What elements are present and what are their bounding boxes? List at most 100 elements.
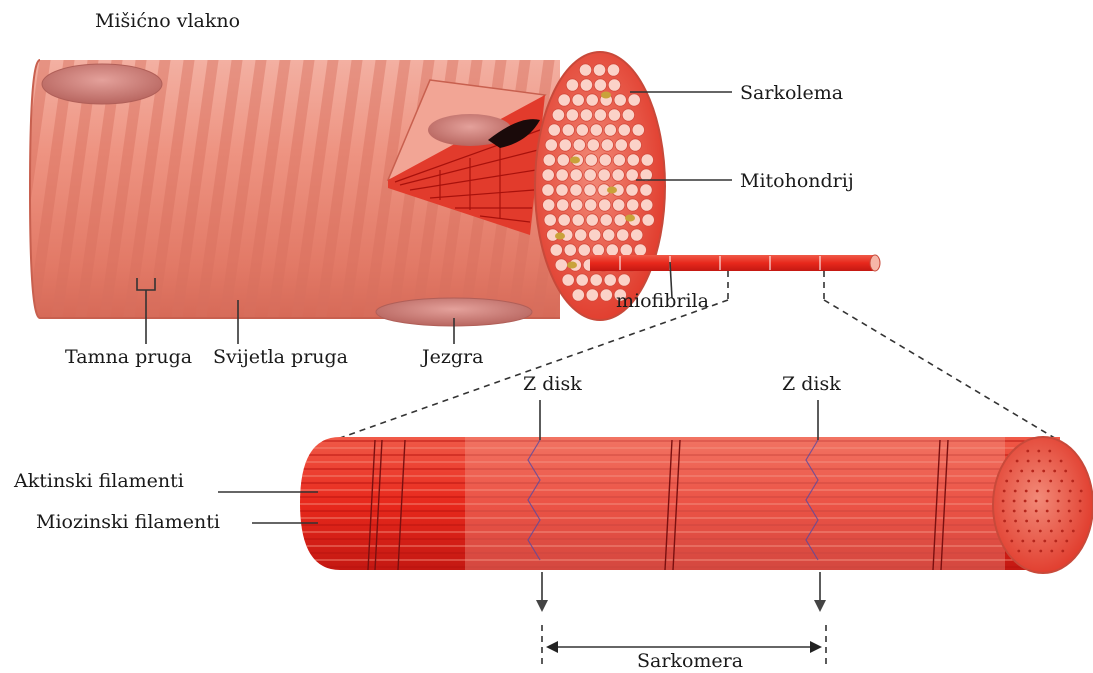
filament-dot: [1016, 480, 1019, 483]
filament-dot: [1069, 490, 1072, 493]
filament-dot: [1057, 500, 1060, 503]
fibril-circle: [601, 139, 613, 151]
filament-dot: [1009, 470, 1012, 473]
filament-dot: [1016, 460, 1019, 463]
fibril-circle: [576, 274, 588, 286]
label-dark-band: Tamna pruga: [65, 346, 192, 368]
fibril-circle: [615, 139, 627, 151]
label-muscle-fiber: Mišićno vlakno: [95, 10, 240, 32]
filament-dot: [1042, 470, 1045, 473]
filament-dot: [1065, 540, 1068, 543]
fibril-circle: [558, 214, 570, 226]
fibril-circle: [585, 154, 597, 166]
myofibril-end: [993, 437, 1093, 573]
fibril-circle: [570, 169, 582, 181]
filament-dot: [1024, 510, 1027, 513]
fibril-circle: [572, 289, 584, 301]
fibril-circle: [580, 109, 592, 121]
filament-dot: [1060, 480, 1063, 483]
filament-dot: [1025, 520, 1028, 523]
fibril-circle: [594, 79, 606, 91]
fibril-circle: [642, 214, 654, 226]
filament-dot: [1035, 500, 1038, 503]
fibril-circle: [555, 259, 567, 271]
fibril-circle: [559, 139, 571, 151]
filament-dot: [1014, 520, 1017, 523]
filament-dot: [1028, 550, 1031, 553]
label-myofibril: miofibrila: [616, 290, 709, 312]
fibril-circle: [589, 229, 601, 241]
filament-dot: [1024, 500, 1027, 503]
filament-dot: [1061, 530, 1064, 533]
fibril-circle: [620, 244, 632, 256]
fibril-circle: [586, 94, 598, 106]
filament-dot: [1050, 550, 1053, 553]
fibril-circle: [578, 244, 590, 256]
nucleus-top: [42, 64, 162, 104]
filament-dot: [1032, 540, 1035, 543]
myofibril-zoom: [300, 437, 1093, 573]
filament-dot: [1014, 490, 1017, 493]
fibril-circle: [545, 139, 557, 151]
filament-dot: [1017, 530, 1020, 533]
label-nucleus: Jezgra: [420, 346, 483, 368]
fibril-circle: [627, 154, 639, 166]
filament-dot: [1039, 530, 1042, 533]
filament-dot: [1005, 480, 1008, 483]
fibril-circle: [579, 64, 591, 76]
fibril-circle: [572, 94, 584, 106]
fibril-circle: [590, 274, 602, 286]
fibril-circle: [614, 214, 626, 226]
myofibril-tube: [590, 255, 880, 271]
filament-dot: [1027, 480, 1030, 483]
fibril-circle: [641, 199, 653, 211]
mitochondrion-mark: [601, 92, 611, 99]
fibril-circle: [594, 109, 606, 121]
fibril-circle: [634, 244, 646, 256]
filament-dot: [1050, 530, 1053, 533]
filament-dot: [1010, 540, 1013, 543]
fibril-circle: [626, 184, 638, 196]
filament-dot: [1037, 450, 1040, 453]
filament-dot: [1038, 480, 1041, 483]
filament-dot: [1038, 460, 1041, 463]
filament-dot: [1003, 520, 1006, 523]
filament-dot: [1054, 540, 1057, 543]
label-myosin-filaments: Miozinski filamenti: [36, 511, 220, 533]
filament-dot: [1013, 500, 1016, 503]
fibril-circle: [557, 199, 569, 211]
fibril-circle: [585, 199, 597, 211]
fibril-circle: [604, 274, 616, 286]
filament-dot: [1060, 460, 1063, 463]
filament-dot: [1002, 510, 1005, 513]
fibril-circle: [604, 124, 616, 136]
fibril-circle: [562, 124, 574, 136]
filament-dot: [1020, 470, 1023, 473]
filament-dot: [1068, 500, 1071, 503]
fibril-circle: [629, 139, 641, 151]
filament-dot: [1058, 490, 1061, 493]
fibril-circle: [557, 154, 569, 166]
fibril-circle: [566, 79, 578, 91]
fibril-circle: [603, 229, 615, 241]
fibril-circle: [571, 199, 583, 211]
fibril-circle: [612, 169, 624, 181]
fibril-circle: [548, 124, 560, 136]
fibril-circle: [622, 109, 634, 121]
fibril-circle: [566, 109, 578, 121]
fibril-circle: [641, 154, 653, 166]
filament-dot: [1071, 480, 1074, 483]
label-actin-filaments: Aktinski filamenti: [13, 470, 184, 492]
fibril-circle: [542, 169, 554, 181]
fibril-circle: [614, 94, 626, 106]
mitochondrion-mark: [607, 187, 617, 194]
filament-dot: [1057, 510, 1060, 513]
mitochondrion-mark: [567, 262, 577, 269]
label-z-disc-right: Z disk: [782, 373, 841, 395]
filament-dot: [1031, 470, 1034, 473]
mitochondrion-mark: [555, 233, 565, 240]
filament-dot: [1047, 520, 1050, 523]
fibril-circle: [570, 184, 582, 196]
filament-dot: [1043, 540, 1046, 543]
